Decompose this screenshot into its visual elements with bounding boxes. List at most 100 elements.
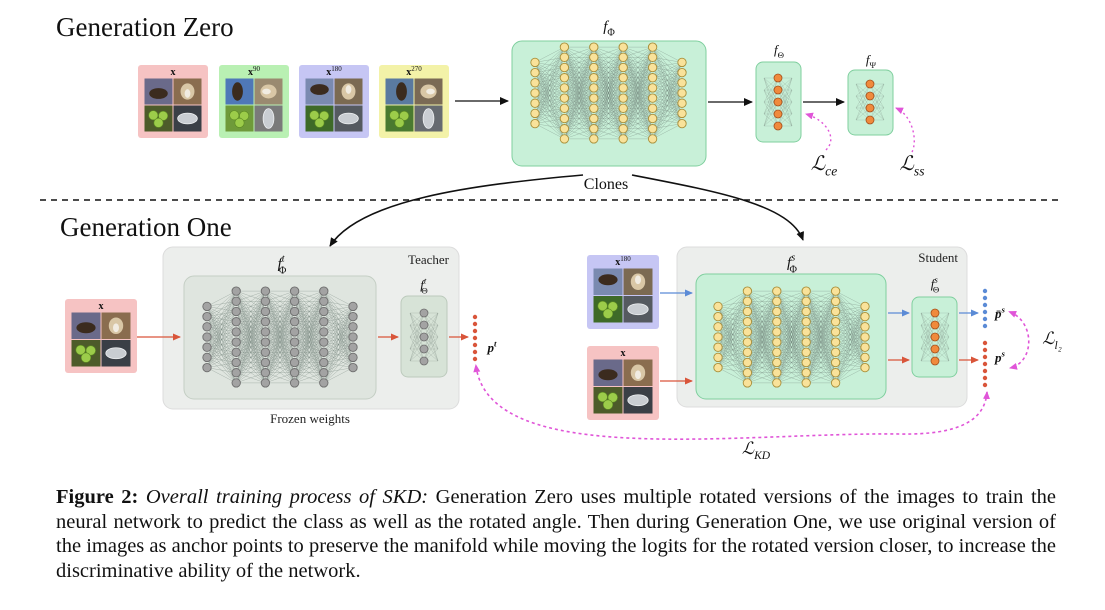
math-base: f bbox=[866, 52, 872, 67]
network-edge bbox=[265, 290, 295, 302]
network-node bbox=[202, 322, 212, 332]
math-sub: Φ bbox=[789, 264, 797, 275]
apple bbox=[85, 345, 96, 356]
caption-title: Overall training process of SKD: bbox=[145, 486, 429, 508]
network-node bbox=[801, 357, 811, 368]
network-edge bbox=[652, 62, 683, 68]
network-edge bbox=[236, 290, 266, 322]
student-output-logits bbox=[982, 288, 988, 388]
math-sup: t bbox=[494, 339, 497, 349]
network-node bbox=[559, 93, 570, 103]
network-edge bbox=[323, 306, 354, 383]
math-label: p̄s bbox=[994, 305, 1006, 321]
network-node bbox=[319, 317, 329, 327]
network-edge bbox=[763, 77, 779, 103]
network-edge bbox=[920, 312, 936, 350]
teacher-box-label: Teacher bbox=[408, 252, 450, 267]
network-node bbox=[289, 327, 300, 337]
network-node bbox=[530, 57, 540, 68]
network-edge bbox=[869, 95, 885, 121]
network-node bbox=[647, 73, 658, 83]
network-node bbox=[289, 317, 300, 327]
logit-dot-original bbox=[982, 347, 988, 353]
network-edge bbox=[806, 291, 836, 343]
network-node bbox=[231, 368, 241, 378]
network-node bbox=[348, 332, 358, 342]
network-node bbox=[530, 108, 540, 119]
beagle-muzzle bbox=[184, 89, 191, 98]
apple bbox=[148, 110, 159, 121]
network-edge bbox=[323, 326, 354, 383]
network-node bbox=[830, 286, 841, 296]
network-edge bbox=[835, 306, 866, 373]
network-node bbox=[289, 347, 300, 357]
network-edge bbox=[409, 312, 425, 350]
network-node bbox=[289, 357, 300, 368]
network-node bbox=[260, 286, 271, 296]
network-edge bbox=[747, 291, 777, 353]
network-node bbox=[742, 306, 753, 317]
network-edge bbox=[294, 291, 324, 373]
network-edge bbox=[206, 290, 237, 327]
logit-dot-original bbox=[982, 368, 988, 374]
image-label-sup: 180 bbox=[620, 255, 631, 263]
network-node bbox=[860, 362, 870, 373]
image-label-base: x bbox=[406, 67, 411, 78]
loss-symbol: ℒ bbox=[1042, 329, 1055, 349]
loss-label: ℒce bbox=[811, 151, 837, 179]
network-edge bbox=[323, 306, 354, 363]
network-edge bbox=[265, 291, 295, 363]
network-edge bbox=[236, 291, 266, 383]
network-edge bbox=[652, 62, 683, 99]
network-node bbox=[772, 378, 782, 388]
image-tile-label: x180 bbox=[615, 255, 631, 268]
network-node bbox=[647, 42, 658, 52]
network-node bbox=[772, 347, 782, 357]
network-edge bbox=[265, 372, 295, 384]
network-edge bbox=[855, 83, 871, 109]
network-edge bbox=[747, 291, 777, 373]
network-edge bbox=[717, 301, 748, 368]
network-node bbox=[742, 378, 753, 388]
image-tile-label: x bbox=[621, 348, 626, 359]
network-edge bbox=[323, 336, 354, 383]
network-node bbox=[202, 352, 212, 363]
logit-dot-rotated bbox=[982, 288, 988, 294]
network-node bbox=[801, 306, 811, 317]
loss-subscript: KD bbox=[753, 449, 771, 462]
image-label-base: x bbox=[621, 348, 626, 359]
network-edge bbox=[855, 83, 871, 121]
network-edge bbox=[534, 57, 565, 124]
network-node bbox=[647, 124, 658, 134]
network-edge bbox=[623, 47, 653, 119]
teacher-output-label: pt bbox=[487, 339, 498, 355]
network-edge bbox=[652, 103, 683, 140]
network-node bbox=[289, 296, 300, 306]
logit-dot-original bbox=[982, 375, 988, 381]
network-node bbox=[801, 378, 811, 388]
network-node bbox=[260, 337, 271, 347]
network-node bbox=[231, 347, 241, 357]
network-node bbox=[419, 344, 429, 354]
logit-dot bbox=[472, 321, 478, 327]
dog-silhouette bbox=[232, 82, 243, 101]
network-edge bbox=[652, 82, 683, 139]
network-edge bbox=[423, 312, 439, 338]
apple bbox=[239, 110, 250, 121]
network-edge bbox=[776, 290, 807, 322]
loss-label: ℒKD bbox=[742, 439, 771, 462]
teacher-backbone-network bbox=[202, 286, 358, 388]
network-node bbox=[530, 78, 540, 88]
network-node bbox=[677, 88, 687, 98]
network-edge bbox=[593, 118, 624, 140]
network-node bbox=[772, 337, 782, 347]
network-edge bbox=[623, 97, 653, 140]
network-edge bbox=[294, 372, 324, 384]
student-output-labels: p̄sps bbox=[994, 305, 1006, 365]
network-node bbox=[830, 306, 841, 317]
network-edge bbox=[236, 352, 266, 384]
loss-symbol: ℒ bbox=[900, 151, 915, 175]
